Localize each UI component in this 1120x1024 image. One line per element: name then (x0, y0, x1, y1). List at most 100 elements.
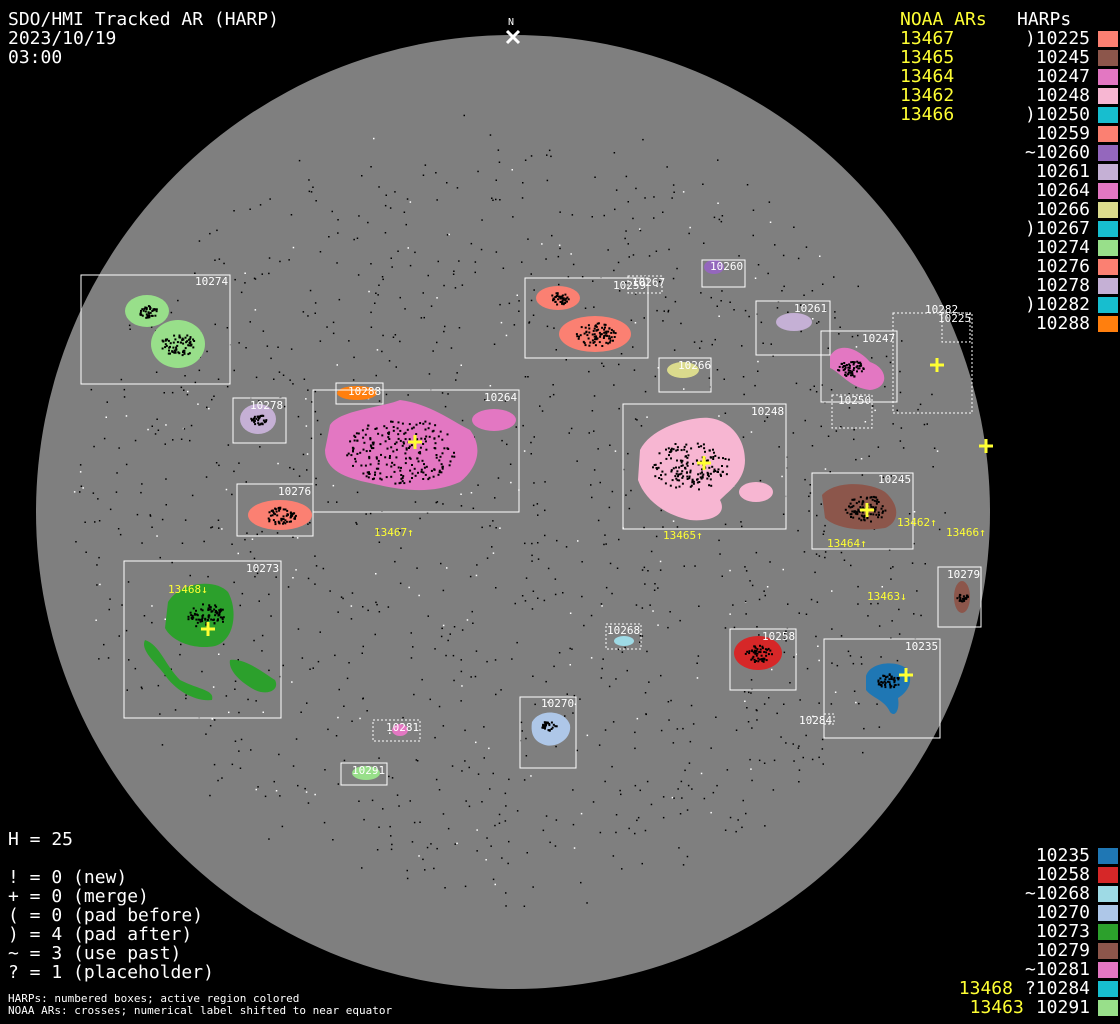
speck (315, 565, 318, 567)
sunspot-pixel (846, 511, 849, 514)
speck (855, 701, 857, 704)
harp-box-10248[interactable] (622, 403, 787, 530)
harp-box-10235[interactable] (823, 638, 941, 739)
harp-box-10260[interactable] (701, 259, 746, 288)
harp-box-10266[interactable] (658, 357, 712, 393)
sunspot-pixel (667, 447, 670, 450)
speck (650, 803, 653, 806)
sunspot-pixel (754, 646, 757, 649)
speck (923, 423, 926, 426)
speck (447, 639, 449, 642)
sunspot-pixel (384, 440, 387, 443)
harp-box-10284[interactable] (823, 713, 835, 725)
harp-box-10288[interactable] (335, 382, 384, 405)
speck (650, 550, 653, 553)
speck (524, 376, 527, 378)
speck (305, 398, 307, 400)
speck (627, 201, 629, 203)
speck (268, 272, 270, 275)
noaa-header: NOAA ARs (900, 9, 987, 30)
harp-box-10259[interactable] (524, 277, 649, 359)
speck (264, 795, 267, 798)
harp-box-10281[interactable] (372, 719, 421, 742)
sunspot-pixel (760, 658, 763, 661)
sunspot-pixel (541, 726, 544, 729)
speck (800, 330, 802, 333)
speck (798, 612, 800, 614)
sunspot-pixel (844, 366, 847, 369)
sunspot-pixel (959, 599, 962, 602)
sunspot-pixel (207, 616, 210, 619)
sunspot-pixel (208, 604, 211, 607)
speck (557, 255, 560, 258)
speck (750, 768, 752, 770)
harp-box-10279[interactable] (937, 566, 982, 628)
speck (710, 296, 712, 299)
speck (770, 343, 772, 345)
harp-box-10225[interactable] (941, 312, 971, 343)
sunspot-pixel (713, 468, 716, 471)
sunspot-pixel (545, 722, 548, 725)
harp-box-10270[interactable] (519, 696, 577, 769)
sunspot-pixel (959, 597, 962, 600)
sunspot-pixel (141, 308, 144, 311)
harp-box-10261[interactable] (755, 300, 831, 356)
harp-box-10276[interactable] (236, 483, 314, 537)
harp-box-10282[interactable] (892, 312, 973, 414)
speck (749, 580, 751, 582)
harp-box-10274[interactable] (80, 274, 231, 385)
speck (355, 521, 357, 524)
sunspot-pixel (280, 517, 283, 520)
speck (518, 300, 520, 302)
sunspot-pixel (712, 458, 715, 460)
sunspot-pixel (369, 463, 372, 466)
speck (804, 304, 806, 306)
sunspot-pixel (841, 366, 844, 369)
speck (290, 214, 293, 216)
harp-box-10245[interactable] (811, 472, 914, 550)
speck (821, 738, 824, 741)
harp-box-10268[interactable] (605, 623, 642, 650)
speck (521, 595, 524, 597)
harp-box-10267[interactable] (627, 275, 663, 294)
speck (366, 710, 368, 712)
harp-box-10264[interactable] (312, 389, 520, 513)
speck (231, 543, 233, 545)
speck (615, 831, 617, 834)
harp-box-10291[interactable] (340, 762, 388, 786)
speck (601, 605, 603, 607)
speck (574, 703, 577, 705)
speck (361, 867, 363, 869)
sunspot-pixel (199, 620, 202, 623)
sunspot-pixel (684, 466, 686, 469)
sunspot-pixel (588, 331, 591, 334)
sunspot-pixel (428, 435, 431, 438)
sunspot-pixel (885, 676, 887, 679)
sunspot-pixel (411, 464, 413, 466)
speck (471, 610, 473, 613)
legend-swatch (1098, 980, 1118, 997)
harp-box-10273[interactable] (123, 560, 282, 719)
sunspot-pixel (876, 498, 879, 501)
sunspot-pixel (143, 307, 146, 310)
harp-box-10250[interactable] (831, 394, 873, 429)
speck (530, 155, 533, 157)
speck (268, 593, 270, 596)
harp-box-10278[interactable] (232, 397, 287, 444)
harp-box-10247[interactable] (820, 330, 898, 403)
sunspot-pixel (858, 510, 861, 513)
speck (590, 657, 593, 659)
speck (757, 370, 759, 372)
speck (774, 244, 776, 246)
speck (849, 655, 852, 657)
speck (234, 740, 237, 742)
speck (532, 675, 534, 677)
speck (461, 685, 463, 687)
harp-box-10258[interactable] (729, 628, 797, 691)
speck (624, 237, 626, 240)
speck (455, 379, 457, 381)
sunspot-pixel (205, 621, 208, 624)
speck (452, 273, 455, 275)
sunspot-pixel (451, 455, 454, 458)
sunspot-pixel (604, 323, 607, 326)
